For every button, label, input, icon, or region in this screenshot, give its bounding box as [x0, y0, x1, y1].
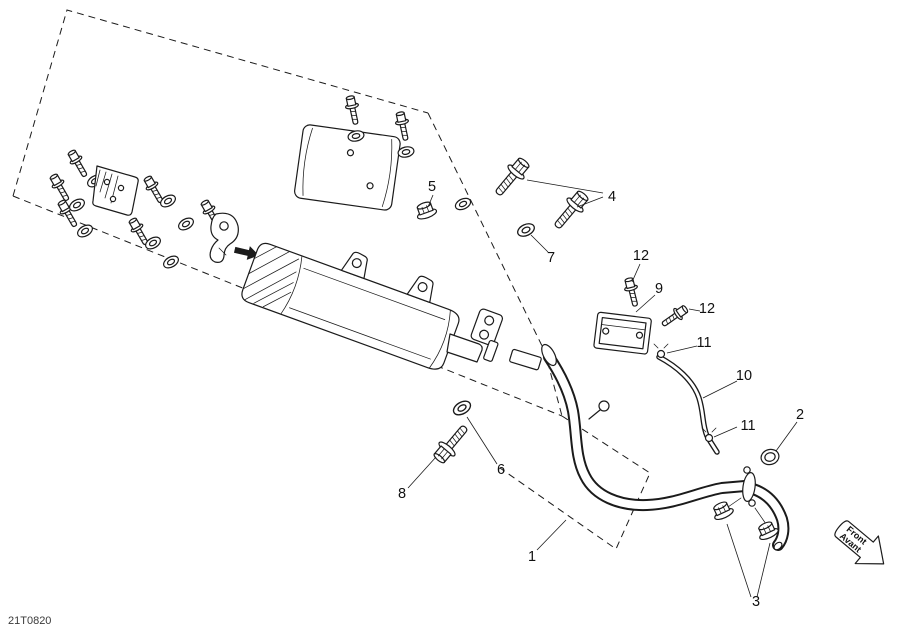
outlet-clamp [483, 339, 499, 362]
washer-7 [515, 220, 537, 240]
bracket-screw-2 [46, 171, 74, 204]
heat-shield [294, 124, 401, 211]
bolt-4a [489, 153, 534, 201]
callout-9: 9 [655, 281, 663, 297]
flange-nut-3a [709, 498, 736, 523]
mount-bracket-plate [92, 165, 139, 216]
bracket-screw-1 [64, 147, 92, 180]
callout-11b: 11 [740, 418, 755, 434]
bracket-washer-5 [142, 234, 164, 252]
pipe-hanger-ring [588, 400, 610, 420]
muffler-outlet-stub [446, 333, 483, 363]
bolt-4b [548, 186, 593, 234]
exhaust-pipe [541, 343, 790, 551]
callout-12b: 12 [699, 301, 715, 317]
flange-nut-5 [413, 199, 439, 222]
pipe-outlet-flange [727, 466, 767, 525]
callout-12a: 12 [633, 248, 649, 264]
bracket-washer-6 [175, 215, 197, 233]
callout-6: 6 [497, 462, 505, 478]
callout-10: 10 [736, 368, 752, 384]
oring-2 [760, 448, 780, 466]
callout-3: 3 [752, 594, 760, 610]
callout-4: 4 [608, 189, 616, 205]
gasket-plate [509, 348, 542, 371]
front-direction-arrow: Front Avant [834, 520, 885, 565]
callout-2: 2 [796, 407, 804, 423]
valve-screw-12b [658, 302, 691, 331]
bolt-8 [429, 420, 474, 468]
callout-8: 8 [398, 486, 406, 502]
callout-1: 1 [528, 549, 536, 565]
exhaust-valve-9 [593, 311, 652, 355]
washer-small [453, 195, 473, 213]
assembly-direction-arrow [233, 246, 260, 260]
hose-clamp-11b [701, 427, 717, 443]
callout-7: 7 [547, 250, 555, 266]
hose-clamp-11a [653, 343, 669, 359]
bracket-washer-4 [157, 192, 179, 210]
heat-shield-screw-1 [342, 94, 363, 127]
callout-5: 5 [428, 179, 436, 195]
hose-10 [656, 354, 720, 455]
outlet-bracket [470, 308, 504, 346]
bracket-washer-2 [66, 196, 88, 214]
bracket-washer-3 [74, 222, 96, 240]
leader-lines [407, 179, 798, 598]
callout-11a: 11 [696, 335, 711, 351]
washer-6 [450, 397, 474, 419]
muffler-hanger [209, 212, 239, 263]
muffler [241, 242, 460, 370]
diagram-code: 21T0820 [8, 615, 51, 627]
